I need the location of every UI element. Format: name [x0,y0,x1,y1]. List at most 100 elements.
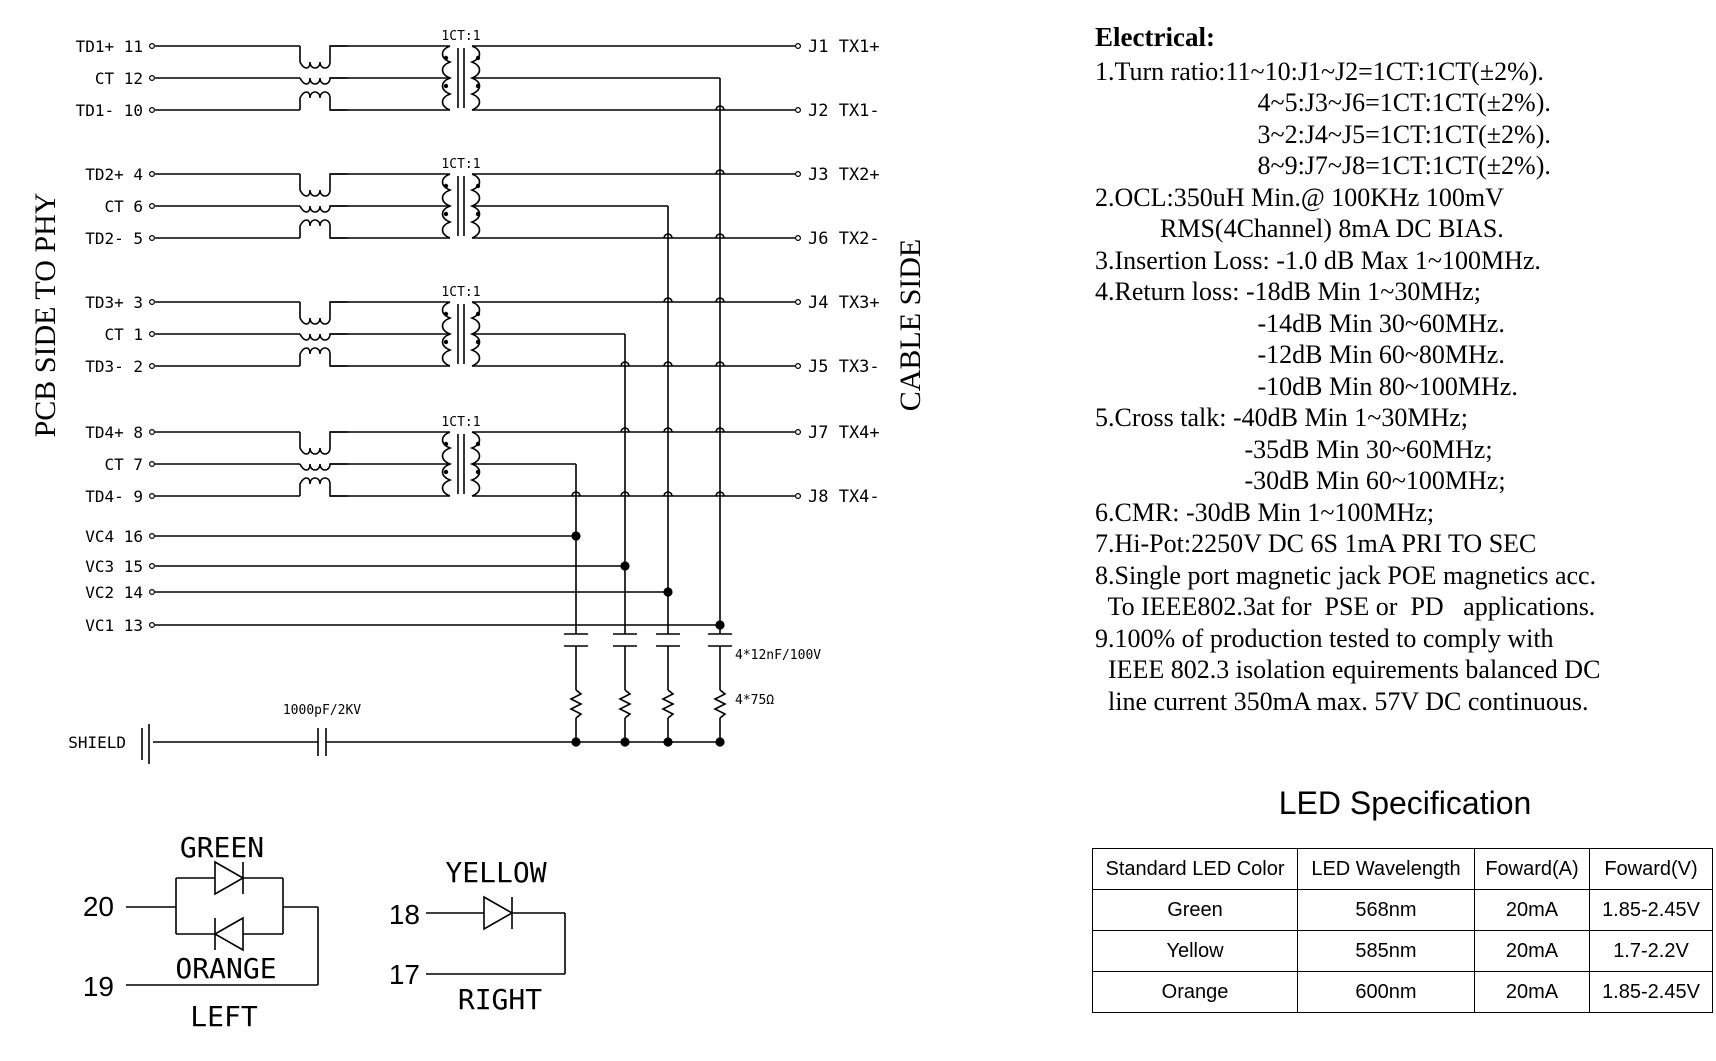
spec-line: RMS(4Channel) 8mA DC BIAS. [1095,214,1504,243]
dot-marker [443,211,449,217]
pin-terminal [794,42,801,49]
ratio-label: 1CT:1 [441,415,480,430]
ratio-label: 1CT:1 [441,29,480,44]
choke-coil [299,205,348,213]
pin-terminal [149,106,156,113]
dot-marker [443,183,449,189]
dot-marker [475,211,481,217]
ratio-label: 1CT:1 [441,285,480,300]
table-header-cell: Foward(V) [1589,848,1713,890]
spec-line: -10dB Min 80~100MHz. [1095,371,1518,401]
crossover-hop [663,297,673,303]
choke-coil [299,77,348,85]
pin-terminal [149,363,156,370]
spec-line: 2.OCL:350uH Min.@ 100KHz 100mV [1095,182,1504,212]
pin-terminal [794,493,801,500]
pin-label: CT 7 [104,455,143,474]
crossover-hop [620,361,630,367]
spec-line: line current 350mA max. 57V DC continuou… [1095,686,1589,716]
dot-marker [475,311,481,317]
pin-label: TD3+ 3 [85,293,143,312]
pin-label: VC3 15 [85,557,143,576]
crossover-hop [715,427,725,433]
pin-terminal [149,74,156,81]
table-cell: Yellow [1092,930,1298,972]
spec-line: 8.Single port magnetic jack POE magnetic… [1095,560,1597,590]
led-pin-label: 19 [83,971,114,1002]
spec-line: IEEE 802.3 isolation equirements balance… [1095,655,1601,684]
table-cell: Green [1092,889,1298,931]
pin-terminal [149,331,156,338]
table-cell: 1.85-2.45V [1589,971,1713,1013]
led-pin-label: 20 [83,891,114,922]
cap-label: 4*12nF/100V [735,648,821,663]
resistor-zigzag [661,689,675,719]
table-cell: 585nm [1297,930,1475,972]
shield-label: SHIELD [68,733,126,752]
electrical-title: Electrical: [1095,22,1215,52]
pin-label: J1 TX1+ [808,37,880,57]
pin-label: TD1+ 11 [76,37,143,56]
led-color-label: GREEN [180,831,264,864]
pin-terminal [149,621,156,628]
spec-line: 6.CMR: -30dB Min 1~100MHz; [1095,497,1435,527]
pin-label: TD4- 9 [85,487,143,506]
side-label-right: CABLE SIDE [894,239,927,412]
spec-line: 9.100% of production tested to comply wi… [1095,623,1554,653]
pin-label: VC1 13 [85,616,143,635]
dot-marker [443,469,449,475]
spec-line: To IEEE802.3at for PSE or PD application… [1095,592,1596,621]
pin-terminal [794,106,801,113]
pin-label: CT 12 [95,69,143,88]
pin-label: J7 TX4+ [808,423,880,443]
pin-label: J2 TX1- [808,101,880,121]
table-cell: 20mA [1474,889,1590,931]
dot-marker [475,441,481,447]
pin-label: J8 TX4- [808,487,880,507]
green-led-diode [214,860,245,896]
crossover-hop [663,427,673,433]
pin-terminal [149,429,156,436]
pin-terminal [149,299,156,306]
orange-led-diode [213,916,244,952]
crossover-hop [620,491,630,497]
pin-terminal [149,532,156,539]
dot-marker [475,469,481,475]
dot-marker [443,55,449,61]
choke-coil [299,477,348,497]
pin-terminal [149,42,156,49]
pin-label: J5 TX3- [808,357,880,377]
table-cell: 1.85-2.45V [1589,889,1713,931]
pin-terminal [794,235,801,242]
crossover-hop [571,491,581,497]
table-header-cell: LED Wavelength [1297,848,1475,890]
crossover-hop [663,491,673,497]
table-header-cell: Foward(A) [1474,848,1590,890]
spec-line: 1.Turn ratio:11~10:J1~J2=1CT:1CT(±2%). [1095,56,1544,86]
pin-terminal [149,235,156,242]
dot-marker [443,339,449,345]
pin-terminal [149,171,156,178]
pin-terminal [149,588,156,595]
resistor-zigzag [569,689,583,719]
ratio-label: 1CT:1 [441,157,480,172]
spec-line: 4~5:J3~J6=1CT:1CT(±2%). [1095,88,1551,117]
pin-terminal [149,461,156,468]
pin-terminal [149,493,156,500]
choke-coil [299,173,348,197]
spec-line: -12dB Min 60~80MHz. [1095,340,1505,369]
choke-coil [299,431,348,455]
choke-coil [299,463,348,471]
table-cell: 20mA [1474,930,1590,972]
led-spec-title: LED Specification [1278,785,1532,821]
spec-line: -35dB Min 30~60MHz; [1095,434,1493,464]
crossover-hop [715,361,725,367]
spec-line: 7.Hi-Pot:2250V DC 6S 1mA PRI TO SEC [1095,529,1537,558]
led-pin-label: 18 [389,899,420,930]
dot-marker [475,83,481,89]
electrical-spec: Electrical: 1.Turn ratio:11~10:J1~J2=1CT… [1095,22,1715,717]
dot-marker [475,55,481,61]
pin-label: TD2+ 4 [85,165,143,184]
